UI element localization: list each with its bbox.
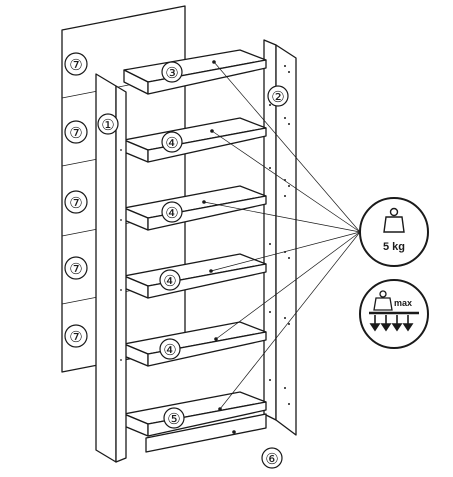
left-side-panel: [95, 73, 127, 463]
callout-middle-shelf-3: ④: [159, 269, 181, 291]
weight-label: 5 kg: [383, 241, 405, 253]
callout-middle-shelf-4: ④: [159, 338, 181, 360]
svg-text:⑦: ⑦: [69, 124, 82, 142]
svg-text:④: ④: [165, 204, 178, 222]
load-limit-badge: 5 kg: [359, 197, 429, 267]
weight-icon: [383, 207, 405, 233]
callout-top-shelf: ③: [161, 61, 183, 83]
svg-text:①: ①: [101, 116, 114, 134]
plinth: [145, 413, 267, 453]
max-label: max: [394, 298, 412, 308]
top-shelf: [123, 49, 267, 95]
middle-shelf-4: [123, 321, 267, 367]
leader-lines: [203, 61, 361, 410]
callout-bottom-shelf: ⑤: [163, 407, 185, 429]
svg-text:③: ③: [165, 64, 178, 82]
middle-shelf-2: [123, 185, 267, 231]
callout-back-panel-2: ⑦: [64, 120, 88, 144]
callout-back-panel-1: ⑦: [64, 52, 88, 76]
callout-plinth: ⑥: [261, 447, 283, 469]
svg-text:⑤: ⑤: [167, 410, 180, 428]
svg-text:⑦: ⑦: [69, 260, 82, 278]
svg-text:④: ④: [165, 134, 178, 152]
max-load-badge: max: [359, 279, 429, 349]
callout-left-side: ①: [97, 113, 119, 135]
svg-text:⑦: ⑦: [69, 328, 82, 346]
callout-middle-shelf-2: ④: [161, 201, 183, 223]
max-load-icon: [369, 290, 419, 332]
right-side-panel: [263, 39, 297, 436]
callout-back-panel-4: ⑦: [64, 256, 88, 280]
svg-text:⑦: ⑦: [69, 194, 82, 212]
callout-back-panel-5: ⑦: [64, 324, 88, 348]
middle-shelf-3: [123, 253, 267, 299]
callout-middle-shelf-1: ④: [161, 131, 183, 153]
svg-text:④: ④: [163, 272, 176, 290]
svg-text:②: ②: [271, 88, 284, 106]
svg-text:⑦: ⑦: [69, 56, 82, 74]
svg-text:④: ④: [163, 341, 176, 359]
callout-right-side: ②: [267, 85, 289, 107]
callout-back-panel-3: ⑦: [64, 190, 88, 214]
middle-shelf-1: [123, 117, 267, 163]
svg-text:⑥: ⑥: [265, 450, 278, 468]
